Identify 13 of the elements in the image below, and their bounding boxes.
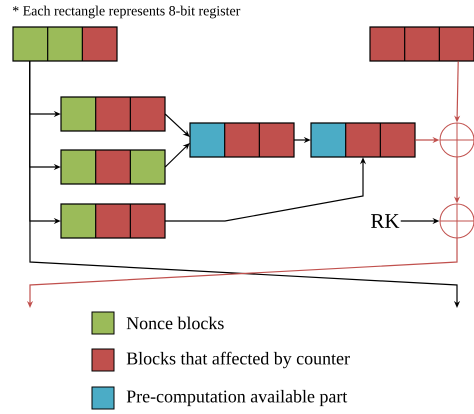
register-box: [60, 96, 166, 132]
xor-symbol: [439, 203, 474, 239]
legend-label: Nonce blocks: [126, 316, 224, 330]
register-box: [60, 203, 166, 239]
legend-label: Pre-computation available part: [126, 390, 348, 406]
register-box: [12, 26, 118, 62]
register-box: [369, 26, 474, 62]
register-box: [60, 149, 166, 185]
register-box: [310, 122, 416, 158]
legend-label: Blocks that affected by counter: [126, 352, 350, 368]
register-box: [189, 122, 295, 158]
xor-symbol: [439, 122, 474, 158]
node-label: RK: [371, 214, 400, 228]
